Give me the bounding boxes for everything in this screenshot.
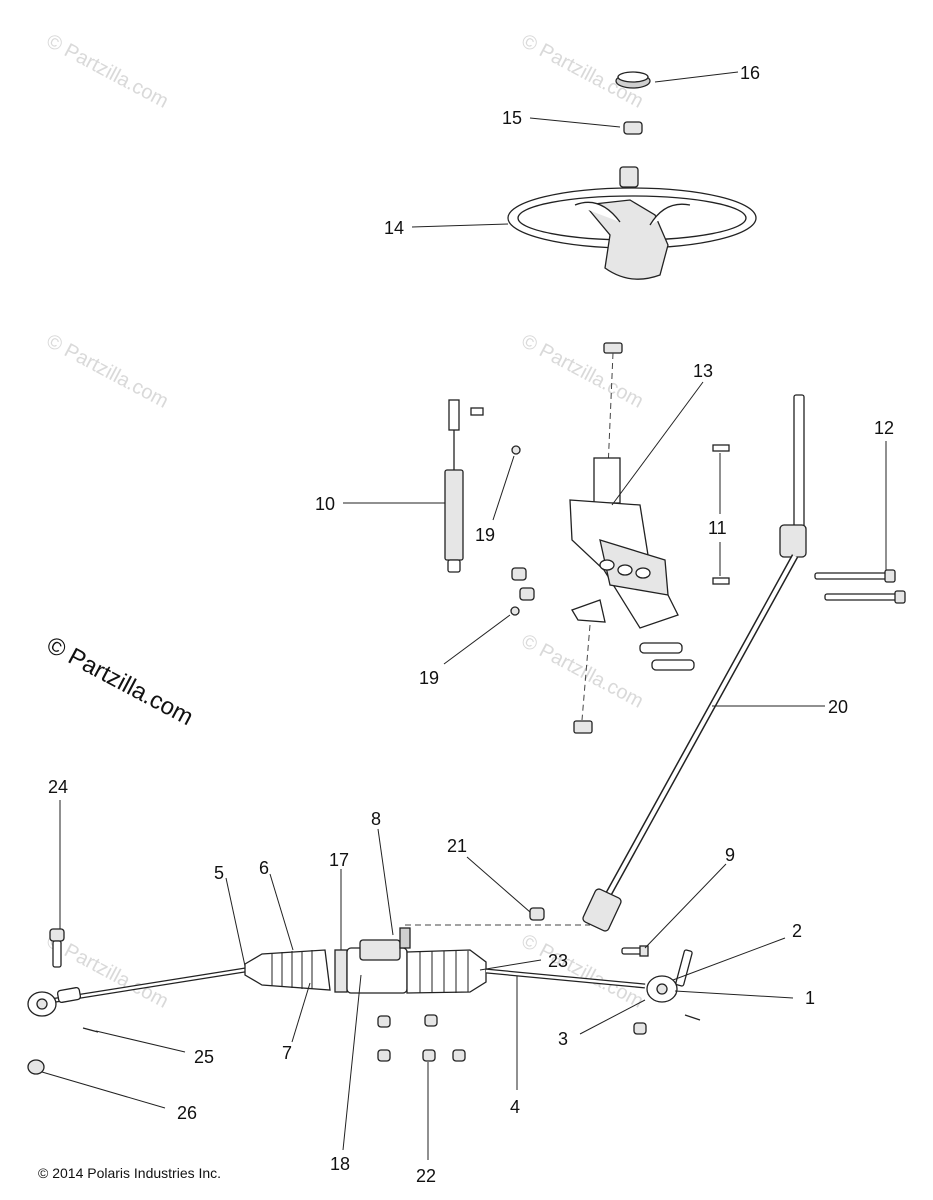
leader-lines xyxy=(41,71,887,1160)
watermark: © Partzilla.com xyxy=(518,330,647,413)
callout-21: 21 xyxy=(447,836,467,856)
callout-6: 6 xyxy=(259,858,269,878)
steering-hub-nut xyxy=(619,166,639,188)
copyright-notice: © 2014 Polaris Industries Inc. xyxy=(38,1165,221,1181)
callout-22: 22 xyxy=(416,1166,436,1186)
watermark: © Partzilla.com xyxy=(518,30,647,113)
part-9-bolt xyxy=(621,945,649,957)
part-24-bolt xyxy=(49,928,65,968)
watermark: © Partzilla.com xyxy=(43,330,172,413)
watermark: © Partzilla.com xyxy=(518,930,647,1013)
part-26-nut xyxy=(27,1059,45,1075)
callout-15: 15 xyxy=(502,108,522,128)
callout-10: 10 xyxy=(315,494,335,514)
watermark-main: © Partzilla.com xyxy=(42,631,197,731)
callout-16: 16 xyxy=(740,63,760,83)
callout-11: 11 xyxy=(708,518,727,538)
steering-rack-assembly xyxy=(27,927,678,1017)
callout-24: 24 xyxy=(48,777,68,797)
callout-19: 19 xyxy=(475,525,495,545)
callout-5: 5 xyxy=(214,863,224,883)
callout-3: 3 xyxy=(558,1029,568,1049)
callout-13: 13 xyxy=(693,361,713,381)
part-25-cotter-pins xyxy=(82,1014,701,1033)
right-boot-ribs xyxy=(419,951,469,993)
part-16-horn-cap xyxy=(615,71,651,89)
callout-26: 26 xyxy=(177,1103,197,1123)
part-21-nut xyxy=(529,907,545,921)
bracket-spacers xyxy=(639,642,695,671)
callout-23: 23 xyxy=(548,951,568,971)
part-10-gas-strut xyxy=(444,399,484,573)
callout-19: 19 xyxy=(419,668,439,688)
left-boot-ribs xyxy=(271,950,313,989)
callout-7: 7 xyxy=(282,1043,292,1063)
callout-12: 12 xyxy=(874,418,894,438)
part-22-nuts xyxy=(377,1014,647,1062)
callout-25: 25 xyxy=(194,1047,214,1067)
callout-labels: 16 15 14 13 10 19 19 11 12 20 24 5 6 17 … xyxy=(48,63,894,1186)
part-11-screws xyxy=(712,444,730,585)
callout-14: 14 xyxy=(384,218,404,238)
callout-1: 1 xyxy=(805,988,815,1008)
callout-17: 17 xyxy=(329,850,349,870)
part-12-bolts xyxy=(814,569,906,604)
callout-8: 8 xyxy=(371,809,381,829)
part-13-column-bracket xyxy=(569,342,679,734)
part-20-steering-shaft xyxy=(582,394,807,932)
callout-20: 20 xyxy=(828,697,848,717)
part-2-bolt xyxy=(675,949,693,987)
callout-4: 4 xyxy=(510,1097,520,1117)
watermark: © Partzilla.com xyxy=(43,30,172,113)
part-19-nuts xyxy=(510,445,535,616)
callout-9: 9 xyxy=(725,845,735,865)
watermark: © Partzilla.com xyxy=(518,630,647,713)
callout-18: 18 xyxy=(330,1154,350,1174)
part-14-steering-wheel xyxy=(507,187,757,280)
callout-2: 2 xyxy=(792,921,802,941)
part-15-nut xyxy=(623,121,643,135)
